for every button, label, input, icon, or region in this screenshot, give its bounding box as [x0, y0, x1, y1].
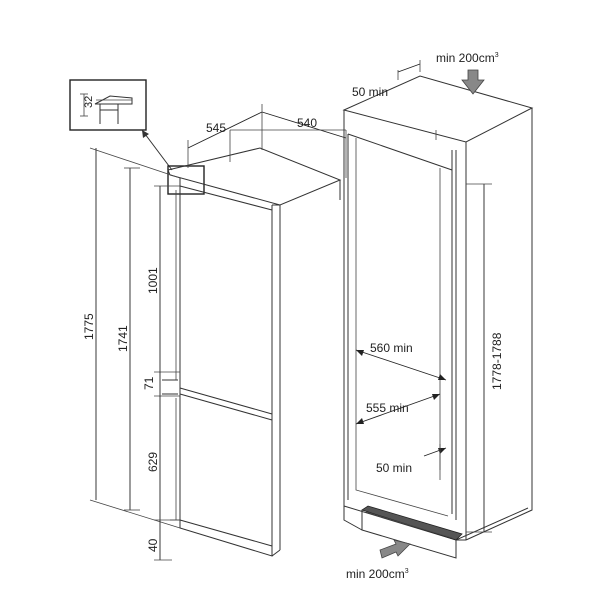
fridge-front: [179, 178, 273, 557]
top-vent-exponent: 3: [495, 52, 499, 59]
height-1001-label: 1001: [146, 267, 160, 294]
height-1775-label: 1775: [82, 313, 96, 340]
depth-dimensions: 545 540: [187, 104, 347, 178]
height-71-label: 71: [142, 376, 156, 390]
fridge-unit: [162, 147, 342, 557]
bottom-vent-label: min 200cm: [346, 567, 405, 581]
fridge-side: [279, 180, 341, 550]
depth-label-540: 540: [297, 116, 317, 130]
detail-inset: 32: [69, 79, 205, 195]
bottom-vent-arrow-icon: [379, 539, 411, 559]
svg-text:min 200cm3: min 200cm3: [436, 51, 499, 65]
gap-top-label: 50 min: [352, 85, 388, 99]
svg-text:min 200cm3: min 200cm3: [346, 567, 409, 581]
niche-height-label: 1778-1788: [490, 332, 504, 390]
niche-opening: [347, 133, 453, 500]
height-dimensions: 1775 1741 1001 71 629 40: [82, 147, 181, 561]
niche-cabinet: [342, 75, 534, 559]
height-1741-label: 1741: [116, 325, 130, 352]
height-40-label: 40: [146, 538, 160, 552]
fridge-top: [167, 147, 342, 206]
top-vent-label: min 200cm: [436, 51, 495, 65]
niche-depth-label: 560 min: [370, 341, 413, 355]
vent-top: min 200cm3: [436, 51, 499, 95]
vent-bottom: min 200cm3: [346, 539, 411, 581]
depth-label-545: 545: [206, 121, 226, 135]
door-gap: [179, 387, 273, 415]
top-vent-arrow-icon: [461, 69, 485, 95]
height-629-label: 629: [146, 452, 160, 472]
niche-width-label: 555 min: [366, 401, 409, 415]
detail-dim-label: 32: [83, 96, 95, 108]
bottom-vent-exponent: 3: [405, 568, 409, 575]
detail-box: [69, 79, 147, 131]
gap-bottom-label: 50 min: [376, 461, 412, 475]
niche-dimensions: 50 min 1778-1788 560 min 555 min 50 min: [352, 60, 504, 533]
detail-callout-box: [167, 165, 205, 195]
